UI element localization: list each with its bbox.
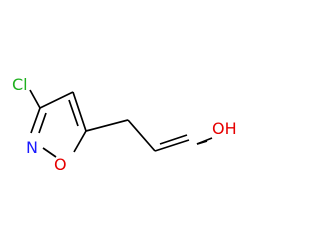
ring-nitrogen-label: N xyxy=(26,138,38,157)
bond-c5-c4-inner xyxy=(68,99,79,127)
bond-c5-ch2 xyxy=(85,119,129,132)
structure-canvas: Cl N O OH xyxy=(12,75,237,174)
molecule-structure: Cl N O OH xyxy=(12,75,237,174)
bond-n-oh-2 xyxy=(196,140,208,145)
bond-c4-c3 xyxy=(39,91,74,109)
bond-c5-c4 xyxy=(72,91,87,132)
bond-ch-n-inner xyxy=(159,134,188,145)
bond-c3-n2 xyxy=(30,107,41,134)
ring-oxygen-label: O xyxy=(54,155,67,174)
bond-n2-o1 xyxy=(42,147,57,158)
bond-ch-n xyxy=(154,139,190,152)
bond-ch2-ch xyxy=(127,119,156,152)
chlorine-label: Cl xyxy=(12,75,28,94)
bond-o1-c5 xyxy=(73,130,87,153)
bond-c3-cl xyxy=(29,89,41,109)
bond-c3-n2-inner xyxy=(38,112,47,134)
oxime-hydroxyl-label: OH xyxy=(212,119,237,138)
